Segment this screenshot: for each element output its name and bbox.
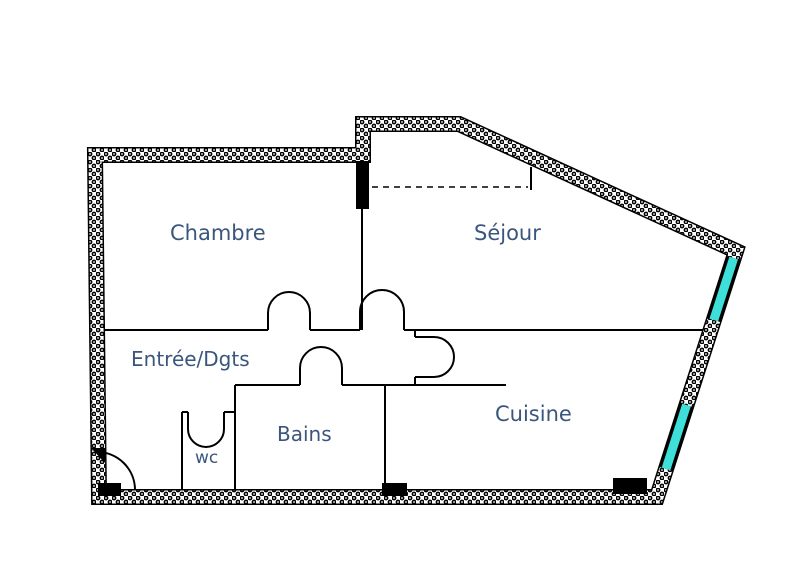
room-label-bains: Bains	[277, 422, 332, 446]
wall-blocks	[91, 161, 647, 496]
door-chambre	[267, 291, 311, 330]
room-label-sejour: Séjour	[474, 221, 541, 245]
door-cuisine	[415, 336, 455, 378]
wall-block-chambre-sejour	[356, 161, 369, 209]
door-stop-triangle	[91, 448, 105, 463]
threshold-bottom-middle	[382, 483, 407, 496]
door-bains	[299, 346, 343, 385]
room-label-chambre: Chambre	[170, 221, 266, 245]
room-label-cuisine: Cuisine	[495, 402, 572, 426]
door-wc	[187, 412, 225, 448]
window-2-glass	[661, 403, 691, 471]
threshold-bottom-left	[98, 483, 121, 496]
exterior-wall-outline	[86, 116, 746, 505]
room-label-wc: wc	[195, 448, 218, 468]
door-arcs	[96, 289, 455, 491]
window-1-glass	[709, 256, 738, 322]
exterior-wall-hatch	[88, 117, 744, 504]
interior-walls	[97, 161, 706, 491]
windows	[659, 255, 741, 472]
threshold-bottom-right	[613, 478, 647, 494]
door-sejour	[359, 289, 405, 330]
room-labels: Chambre Séjour Entrée/Dgts Cuisine Bains…	[131, 221, 572, 468]
room-label-entree: Entrée/Dgts	[131, 347, 250, 371]
